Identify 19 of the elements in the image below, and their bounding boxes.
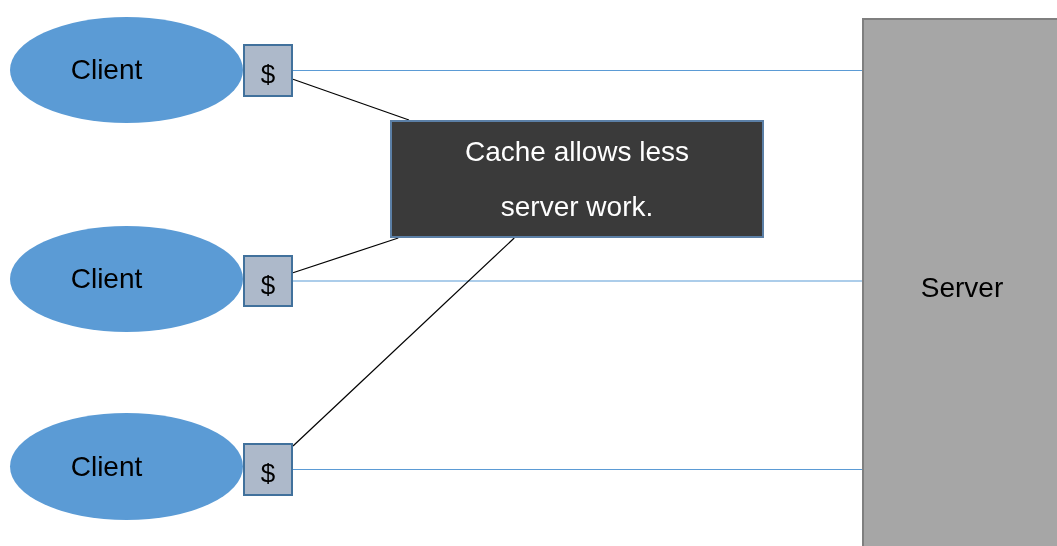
leader-line	[292, 237, 399, 274]
node-label: Client	[70, 263, 143, 295]
cache-box	[243, 44, 293, 97]
server-box	[862, 18, 1057, 546]
node-label: Client	[70, 54, 143, 86]
node-label: $	[260, 269, 276, 301]
node-label: Client	[70, 450, 143, 483]
callout-box	[390, 120, 764, 238]
connector-line	[292, 69, 863, 72]
node-label: $	[260, 458, 276, 489]
connector-line	[292, 468, 863, 471]
node-label: Server	[920, 272, 1004, 304]
leader-line	[292, 78, 410, 121]
callout-text: Cache allows less server work.	[463, 135, 691, 224]
connector-line	[292, 280, 863, 282]
leader-line	[292, 237, 515, 447]
node-label: $	[260, 59, 276, 90]
cache-box	[243, 443, 293, 496]
cache-box	[243, 255, 293, 307]
